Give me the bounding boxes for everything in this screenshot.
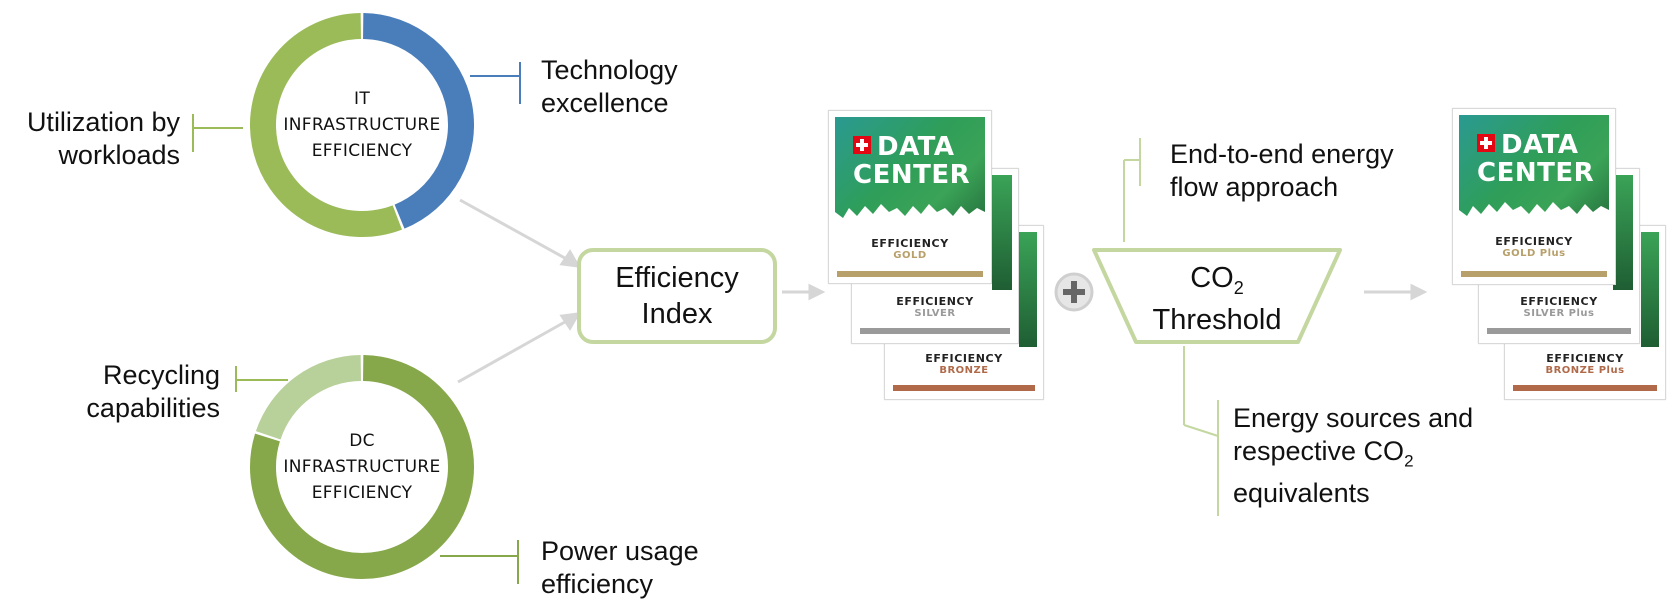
technology-excellence-line1: Technology xyxy=(541,55,678,85)
recycling-line1: Recycling xyxy=(102,360,220,390)
power-usage-leader xyxy=(440,540,519,584)
dc-ring-title-line1: DC xyxy=(349,431,375,451)
badge-gold-tier: GOLD xyxy=(893,250,927,261)
co2-prefix: CO xyxy=(1190,262,1234,294)
end-to-end-line1: End-to-end energy xyxy=(1170,139,1394,169)
efficiency-index-line2: Index xyxy=(641,298,713,330)
it-infrastructure-efficiency-ring xyxy=(250,13,474,237)
recycling-line2: capabilities xyxy=(86,393,220,423)
badge-bronze-tier: BRONZE xyxy=(939,365,989,376)
it-ring-segment-utilization-by-workloads xyxy=(250,13,402,237)
badge-gold-plus-brand-line1: DATA xyxy=(1477,131,1594,159)
badge-gold-plus-brand: DATA CENTER xyxy=(1477,131,1594,187)
dc-ring-segment-power-usage-efficiency xyxy=(250,355,474,579)
mountain-ridge-icon xyxy=(1459,202,1609,230)
badge-bronze-efficiency: EFFICIENCY xyxy=(925,352,1003,365)
utilization-line1: Utilization by xyxy=(26,107,180,137)
badge-bronze-plus-efficiency: EFFICIENCY xyxy=(1546,352,1624,365)
badge-silver-efficiency: EFFICIENCY xyxy=(896,295,974,308)
co2-threshold-line1: CO2 xyxy=(1117,260,1317,306)
power-usage-label: Power usage efficiency xyxy=(541,535,699,601)
end-to-end-leader xyxy=(1123,138,1141,242)
energy-sources-line2-text: respective CO xyxy=(1233,436,1405,466)
badge-gold-plus-tier: GOLD Plus xyxy=(1502,248,1566,259)
energy-sources-leader xyxy=(1183,346,1219,516)
utilization-line2: workloads xyxy=(58,140,180,170)
co2-threshold-funnel xyxy=(1092,248,1342,344)
badge-gold-art: DATA CENTER xyxy=(835,117,985,232)
end-to-end-line2: flow approach xyxy=(1170,172,1339,202)
badge-gold-plus-art: DATA CENTER xyxy=(1459,115,1609,230)
efficiency-index-box xyxy=(577,248,777,344)
efficiency-index-text: Efficiency Index xyxy=(579,260,775,332)
badge-bronze-art-edge xyxy=(1019,232,1037,347)
badge-bronze-plus-bar xyxy=(1513,385,1657,391)
co2-threshold-text: CO2 Threshold xyxy=(1117,260,1317,338)
mountain-ridge-icon xyxy=(835,204,985,232)
technology-excellence-label: Technology excellence xyxy=(541,54,678,120)
energy-sources-label: Energy sources and respective CO2 equiva… xyxy=(1233,402,1473,510)
utilization-leader xyxy=(192,114,243,152)
dc-infrastructure-efficiency-ring xyxy=(250,355,474,579)
badge-bronze-plus-tier: BRONZE Plus xyxy=(1545,365,1625,376)
badge-gold-efficiency: EFFICIENCY xyxy=(871,237,949,250)
badge-bronze-bar xyxy=(893,385,1035,391)
dc-ring-title-line2: INFRASTRUCTURE xyxy=(283,457,441,477)
badge-silver-plus-bar xyxy=(1487,328,1631,334)
badge-silver-tier: SILVER xyxy=(914,308,956,319)
it-ring-segment-technology-excellence xyxy=(362,13,474,229)
index-to-badges-arrow xyxy=(782,283,826,301)
swiss-flag-icon xyxy=(853,136,871,154)
badge-silver-bar xyxy=(860,328,1010,334)
badge-gold-plus: DATA CENTER EFFICIENCY GOLD Plus xyxy=(1452,108,1616,285)
badge-gold: DATA CENTER EFFICIENCY GOLD xyxy=(828,110,992,284)
it-ring-title-line3: EFFICIENCY xyxy=(311,141,413,161)
technology-excellence-leader xyxy=(470,62,521,104)
power-usage-line2: efficiency xyxy=(541,569,654,599)
badge-gold-brand-word2: CENTER xyxy=(853,160,971,190)
efficiency-index-line1: Efficiency xyxy=(615,262,739,294)
it-ring-title-line1: IT xyxy=(354,89,370,109)
badge-silver-art-edge xyxy=(992,175,1012,290)
energy-sources-subscript: 2 xyxy=(1404,451,1414,471)
energy-sources-line1: Energy sources and xyxy=(1233,403,1474,433)
dc-ring-segment-recycling-capabilities xyxy=(255,355,362,440)
power-usage-line1: Power usage xyxy=(541,536,699,566)
dc-ring-title-line3: EFFICIENCY xyxy=(311,483,413,503)
badge-gold-brand-line1: DATA xyxy=(853,133,970,161)
badge-gold-plus-bar xyxy=(1461,271,1607,277)
badge-silver-plus-art-edge xyxy=(1613,175,1633,290)
it-ring-title-line2: INFRASTRUCTURE xyxy=(283,115,441,135)
badge-silver-plus-tier: SILVER Plus xyxy=(1523,308,1595,319)
energy-sources-line2: respective CO2 xyxy=(1233,435,1473,477)
co2-threshold-line2: Threshold xyxy=(1152,303,1282,336)
badge-bronze-plus-art-edge xyxy=(1641,232,1659,347)
badge-gold-plus-efficiency: EFFICIENCY xyxy=(1495,235,1573,248)
recycling-leader xyxy=(235,366,288,392)
ring-to-index-arrows xyxy=(457,198,581,384)
utilization-label: Utilization by workloads xyxy=(10,106,180,172)
energy-sources-line3: equivalents xyxy=(1233,478,1370,509)
technology-excellence-line2: excellence xyxy=(541,88,669,118)
threshold-to-badges-arrow xyxy=(1364,283,1428,301)
swiss-flag-icon xyxy=(1477,134,1495,152)
it-ring-title: IT INFRASTRUCTURE EFFICIENCY xyxy=(262,86,462,164)
badge-gold-plus-brand-word1: DATA xyxy=(1501,130,1579,160)
badge-gold-bar xyxy=(837,271,983,277)
recycling-label: Recycling capabilities xyxy=(50,359,220,425)
plus-circle xyxy=(1054,272,1094,312)
dc-ring-title: DC INFRASTRUCTURE EFFICIENCY xyxy=(262,428,462,506)
end-to-end-label: End-to-end energy flow approach xyxy=(1170,138,1394,204)
badge-gold-plus-brand-word2: CENTER xyxy=(1477,158,1595,188)
co2-subscript: 2 xyxy=(1233,277,1244,298)
badge-silver-plus-efficiency: EFFICIENCY xyxy=(1520,295,1598,308)
badge-gold-brand: DATA CENTER xyxy=(853,133,970,189)
badge-gold-brand-word1: DATA xyxy=(877,132,955,162)
